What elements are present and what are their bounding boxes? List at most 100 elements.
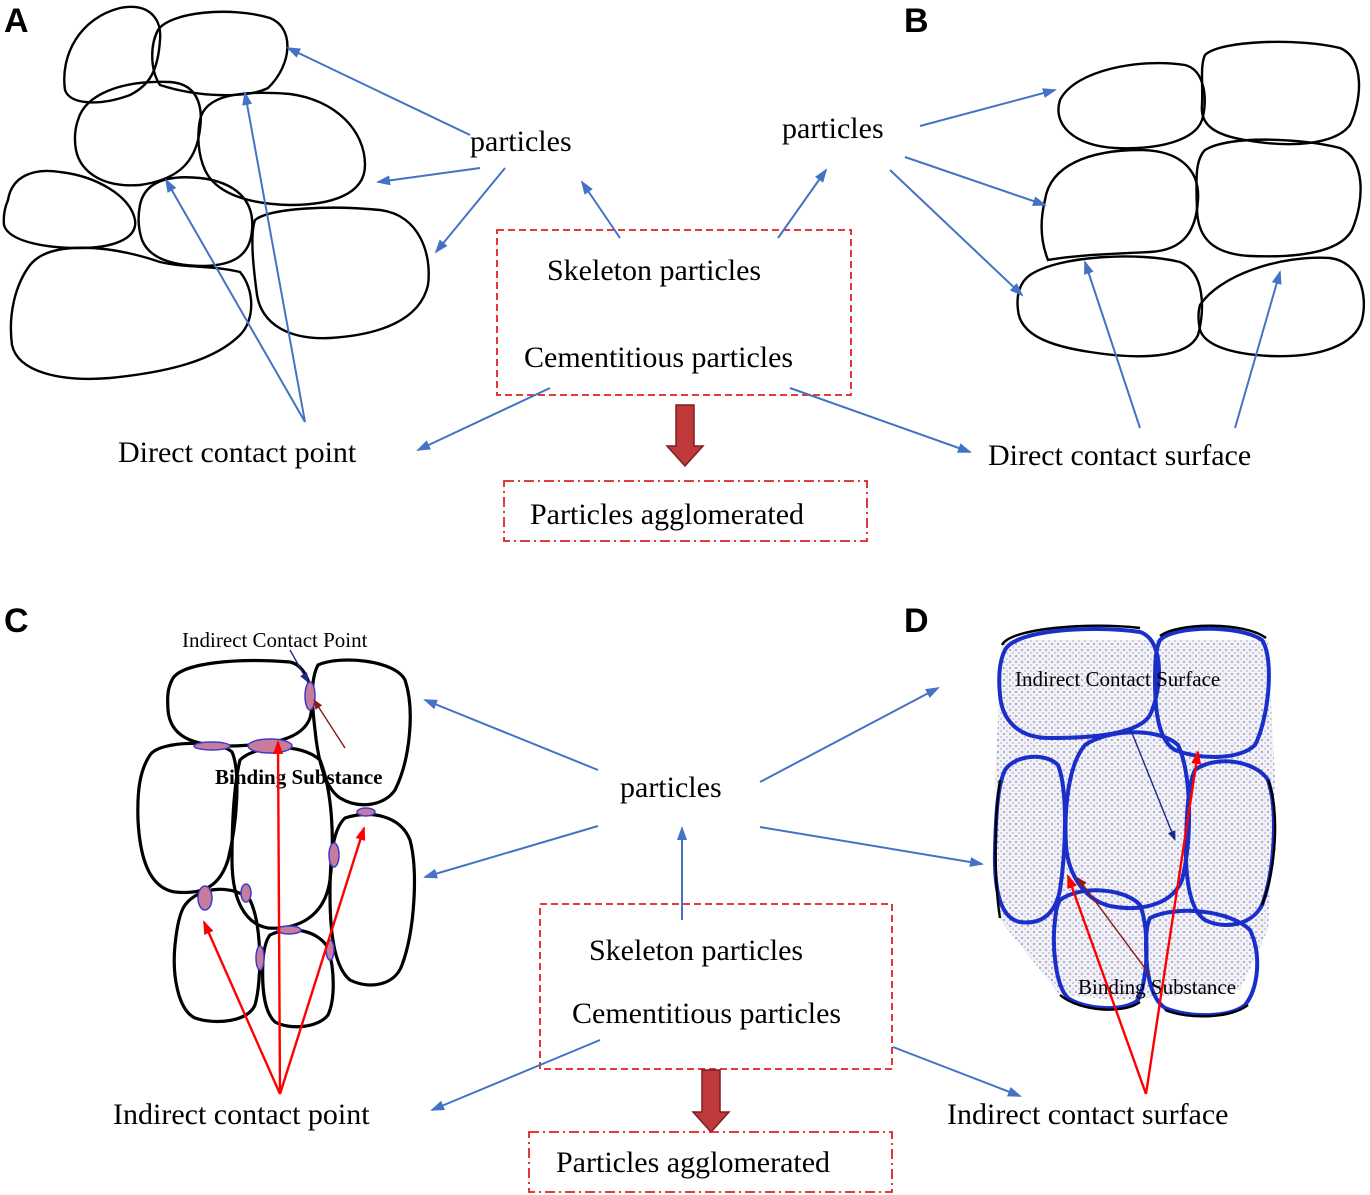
top-result-label: Particles agglomerated xyxy=(530,498,804,531)
arrow xyxy=(919,88,1057,127)
panel-b-letter: B xyxy=(904,2,929,40)
particle xyxy=(1152,626,1271,759)
arrow xyxy=(289,649,309,683)
particle xyxy=(997,627,1161,741)
bottom-particles-label: particles xyxy=(620,771,722,804)
top-components-box xyxy=(496,229,852,396)
arrow xyxy=(1066,874,1148,1095)
panel-c-binding-label: Binding Substance xyxy=(215,765,383,789)
particle xyxy=(1063,730,1192,910)
arrow xyxy=(165,178,306,423)
arrow xyxy=(376,167,481,186)
top-skeleton-label: Skeleton particles xyxy=(547,254,761,287)
panel-d-contact-label: Indirect contact surface xyxy=(947,1098,1229,1131)
arrow xyxy=(430,1039,601,1111)
panel-a-letter: A xyxy=(4,2,29,40)
panel-c-binder-blobs xyxy=(193,681,376,971)
binder-matrix xyxy=(995,640,1275,1000)
binder-blob xyxy=(197,885,213,911)
particle xyxy=(251,206,430,340)
particle xyxy=(1040,148,1200,262)
arrow xyxy=(273,740,284,1095)
particle xyxy=(1057,61,1206,150)
arrow xyxy=(1144,750,1202,1095)
panel-c: C Indirect Contact Point Binding Substan… xyxy=(4,602,722,1131)
arrow xyxy=(759,687,940,783)
particle-outline xyxy=(1000,624,1267,646)
top-center: Skeleton particles Cementitious particle… xyxy=(416,168,972,542)
arrow xyxy=(1084,260,1141,429)
panel-a-particles xyxy=(2,5,430,380)
panel-d-inner-contact-label: Indirect Contact Surface xyxy=(1015,667,1220,691)
arrow xyxy=(416,387,551,451)
bottom-result-label: Particles agglomerated xyxy=(556,1146,830,1179)
particle xyxy=(261,928,335,1029)
arrow xyxy=(904,156,1047,206)
panel-c-letter: C xyxy=(4,602,29,640)
particle xyxy=(328,812,416,987)
panel-b: B particles Direct contact surface xyxy=(782,2,1366,472)
particle xyxy=(1195,138,1362,258)
arrow xyxy=(889,169,1024,297)
arrow xyxy=(423,825,599,879)
panel-a-contact-label: Direct contact point xyxy=(118,436,357,469)
particle xyxy=(1197,256,1366,358)
particle xyxy=(9,246,253,380)
bottom-components-box xyxy=(539,903,893,1070)
particle xyxy=(1183,759,1276,927)
top-cementitious-label: Cementitious particles xyxy=(524,341,793,374)
arrow xyxy=(1234,270,1282,429)
binder-blob xyxy=(255,945,265,971)
arrow xyxy=(789,387,972,453)
arrow xyxy=(286,47,471,136)
top-result-box xyxy=(503,480,868,542)
arrow xyxy=(892,1046,1022,1097)
panel-d-letter: D xyxy=(904,602,929,640)
bottom-result-box xyxy=(528,1131,893,1193)
bottom-cementitious-label: Cementitious particles xyxy=(572,997,841,1030)
binder-blob xyxy=(356,807,376,817)
panel-c-inner-contact-label: Indirect Contact Point xyxy=(182,628,368,652)
arrow xyxy=(313,699,346,749)
panel-d: D Indirect Contact Surface Binding Subst… xyxy=(759,602,1277,1131)
arrow xyxy=(242,91,306,423)
particle xyxy=(73,80,202,187)
binder-blob xyxy=(240,883,252,903)
arrow xyxy=(278,826,366,1095)
arrow xyxy=(1077,877,1151,976)
binder-blob xyxy=(193,741,231,751)
binder-blob xyxy=(247,738,293,754)
binder-blob xyxy=(276,925,302,935)
arrow xyxy=(1129,727,1176,841)
arrow xyxy=(759,826,984,867)
particle xyxy=(1051,888,1149,1011)
down-arrow-icon xyxy=(691,1069,731,1134)
bottom-center: Skeleton particles Cementitious particle… xyxy=(430,826,1022,1193)
panel-c-particles xyxy=(136,658,416,1029)
panel-b-particles-label: particles xyxy=(782,112,884,145)
particle xyxy=(1016,255,1204,358)
bottom-skeleton-label: Skeleton particles xyxy=(589,934,803,967)
down-arrow-icon xyxy=(665,404,705,468)
particle xyxy=(1200,40,1361,146)
particle xyxy=(151,10,289,97)
panel-b-particles xyxy=(1016,40,1366,358)
arrow xyxy=(202,920,282,1095)
particle xyxy=(2,169,137,250)
panel-d-binding-label: Binding Substance xyxy=(1078,975,1236,999)
panel-d-outlines xyxy=(994,624,1277,1018)
arrow xyxy=(423,699,599,771)
particle xyxy=(63,5,162,104)
particle xyxy=(197,91,367,207)
arrow xyxy=(580,180,621,239)
panel-c-contact-label: Indirect contact point xyxy=(113,1098,370,1131)
panel-a-particles-label: particles xyxy=(470,125,572,158)
particle xyxy=(137,176,254,268)
panel-d-particles xyxy=(992,626,1276,1018)
arrow xyxy=(434,167,506,254)
particle xyxy=(166,658,314,748)
particle xyxy=(310,658,412,807)
particle xyxy=(172,887,262,1024)
arrow xyxy=(777,168,828,239)
